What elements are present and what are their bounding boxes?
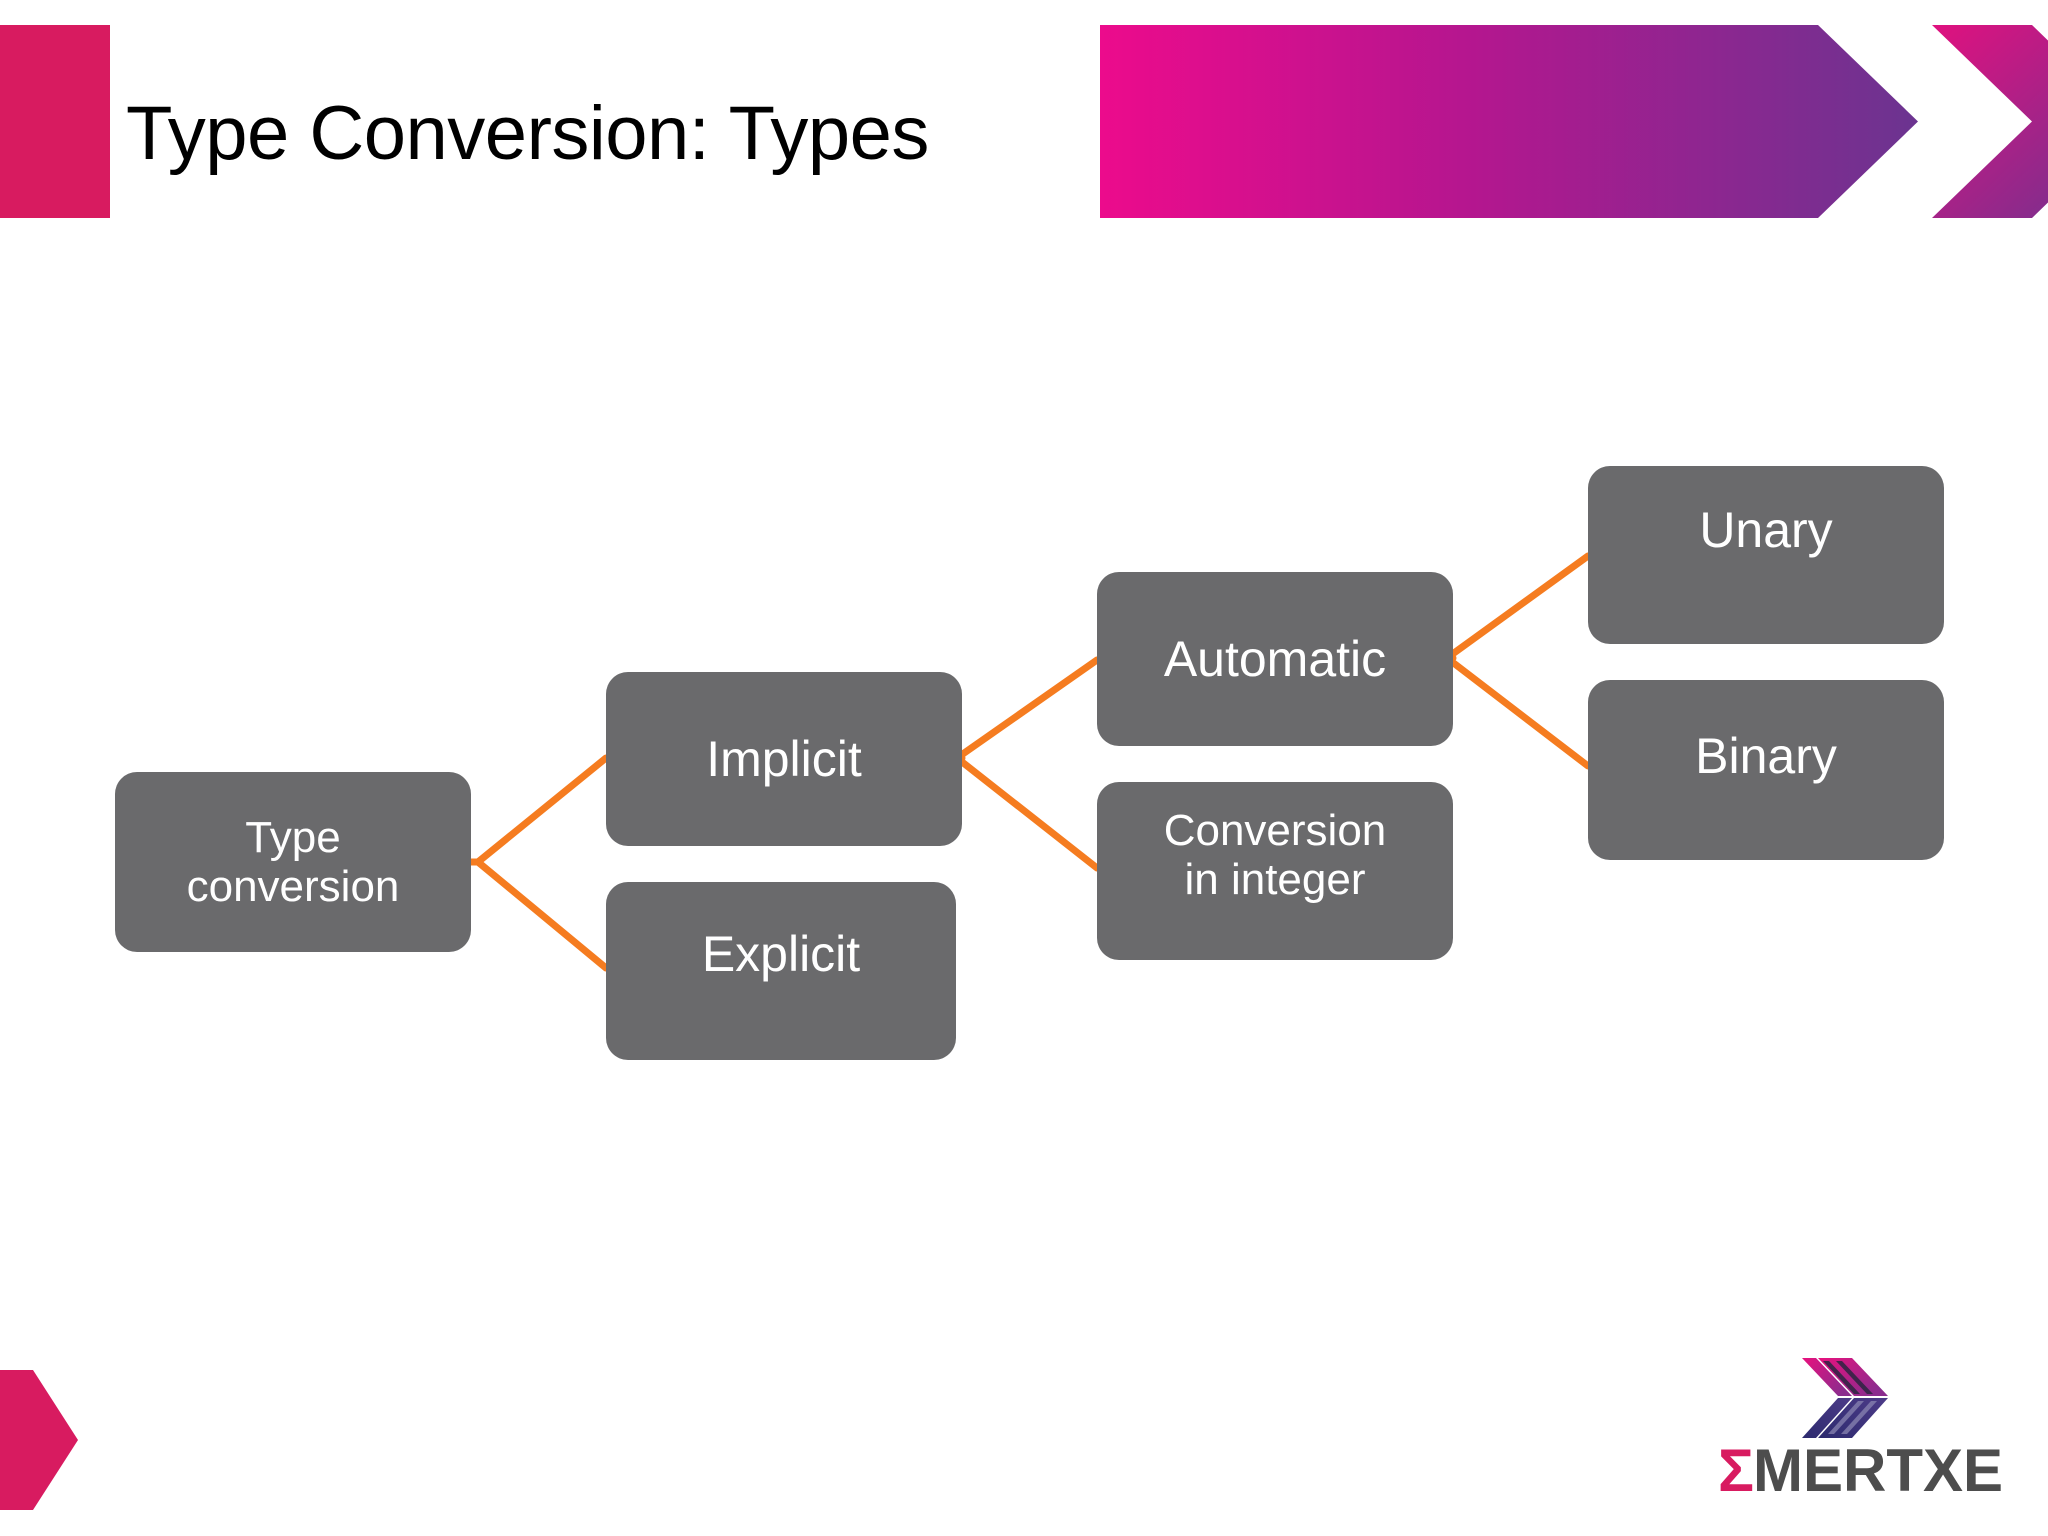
node-label: Automatic — [1163, 631, 1387, 687]
node-unary[interactable]: Unary — [1588, 466, 1944, 644]
node-binary[interactable]: Binary — [1588, 680, 1944, 860]
header-gradient-banner — [1100, 25, 2048, 218]
edge-implicit-conversion — [953, 754, 1101, 872]
edge-root-implicit — [474, 754, 610, 866]
edge-implicit-automatic — [953, 656, 1101, 762]
node-label: Binary — [1695, 728, 1837, 784]
logo-chevron-icon — [1802, 1358, 1888, 1438]
page-title: Type Conversion: Types — [126, 91, 929, 176]
node-type-conversion[interactable]: Type conversion — [115, 772, 471, 952]
node-label: Implicit — [706, 731, 862, 787]
node-label: Type conversion — [186, 812, 400, 911]
edge-automatic-binary — [1443, 654, 1592, 770]
node-explicit[interactable]: Explicit — [606, 882, 956, 1060]
node-conversion-in-integer[interactable]: Conversion in integer — [1097, 782, 1453, 960]
node-label: Explicit — [701, 926, 861, 982]
header-pink-block — [0, 25, 110, 218]
node-label: Conversion in integer — [1163, 806, 1387, 905]
logo-sigma-glyph: Σ — [1718, 1437, 1754, 1504]
emertxe-logo: Σ MERTXE — [1718, 1356, 2018, 1514]
node-implicit[interactable]: Implicit — [606, 672, 962, 846]
footer-pink-arrow-icon — [0, 1370, 78, 1510]
edge-root-explicit — [474, 858, 610, 972]
logo-wordmark: Σ MERTXE — [1718, 1440, 2018, 1502]
logo-word-text: MERTXE — [1753, 1437, 2004, 1504]
node-label: Unary — [1699, 502, 1833, 558]
edge-automatic-unary — [1443, 552, 1592, 662]
node-automatic[interactable]: Automatic — [1097, 572, 1453, 746]
